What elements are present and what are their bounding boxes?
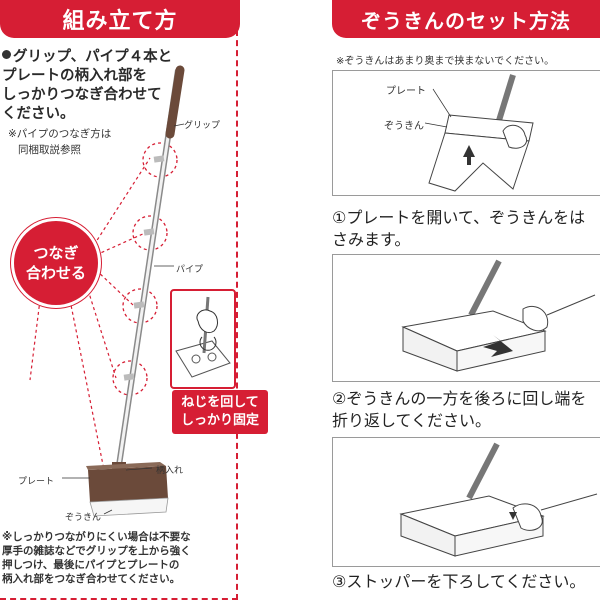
- cloth-label: ぞうきん: [65, 513, 102, 523]
- intro-line: ください。: [2, 106, 75, 122]
- bullet-icon: [2, 50, 11, 59]
- hand-turning-screw-illustration: [175, 296, 231, 378]
- connect-badge: つなぎ 合わせる: [14, 221, 98, 305]
- assembly-title: 組み立て方: [0, 0, 240, 38]
- intro-line: プレートの柄入れ部を: [2, 68, 147, 84]
- assembly-panel-border: [0, 30, 238, 600]
- intro-line: グリップ、パイプ４本と: [13, 49, 173, 65]
- mop-grip: [165, 65, 185, 139]
- assembly-panel: 組み立て方 グリップ、パイプ４本と プレートの柄入れ部を しっかりつなぎ合わせて…: [0, 0, 268, 600]
- intro-line: しっかりつなぎ合わせて: [2, 87, 162, 103]
- step-3-caption: ③ストッパーを下ろしてください。: [332, 572, 586, 591]
- joint-circles: [112, 142, 178, 396]
- pipe-label: パイプ: [176, 265, 204, 275]
- mop-plate: [88, 466, 168, 502]
- step-1-illustration: [332, 70, 600, 196]
- plate-label: プレート: [18, 477, 55, 487]
- cloth-setup-title: ぞうきんのセット方法: [332, 0, 600, 38]
- fold-arrow-icon: [483, 335, 513, 357]
- step-1-caption: ①プレートを開いて、ぞうきんをは さみます。: [332, 208, 586, 249]
- connection-tip-note: ※しっかりつながりにくい場合は不要な 厚手の雑誌などでグリップを上から強く 押し…: [2, 531, 191, 585]
- open-plate-insert-cloth-illustration: [424, 74, 534, 192]
- cloth-insert-note: ※ぞうきんはあまり奥まで挟まないでください。: [336, 56, 555, 67]
- up-arrow-icon: [463, 145, 475, 157]
- mop-assembly-illustration: [29, 65, 185, 517]
- fold-cloth-back-illustration: [401, 259, 596, 372]
- step-3-illustration: [332, 437, 600, 567]
- step1-cloth-label: ぞうきん: [384, 121, 424, 132]
- step-2-illustration: [332, 254, 600, 382]
- callout-lines: [29, 157, 151, 471]
- down-arrow-icon: [509, 512, 517, 520]
- pipe-connection-note: ※パイプのつなぎ方は 同梱取説参照: [8, 128, 112, 156]
- grip-label: グリップ: [184, 121, 221, 131]
- step1-plate-label: プレート: [386, 86, 426, 97]
- step-2-caption: ②ぞうきんの一方を後ろに回し端を 折り返してください。: [332, 389, 587, 430]
- lower-stopper-illustration: [399, 442, 598, 557]
- socket-label: 柄入れ: [156, 466, 184, 476]
- assembly-instructions: グリップ、パイプ４本と プレートの柄入れ部を しっかりつなぎ合わせて ください。: [2, 48, 187, 124]
- screw-detail-inset: [170, 289, 236, 389]
- pipe-joints: [123, 155, 165, 381]
- screw-fix-caption: ねじを回して しっかり固定: [172, 390, 268, 434]
